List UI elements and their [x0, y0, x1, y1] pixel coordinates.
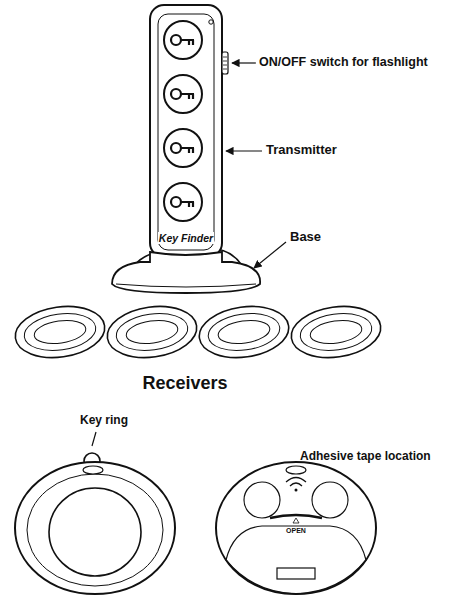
receiver-back [216, 462, 376, 594]
group-title: Receivers [142, 373, 227, 394]
device-print: OPEN [285, 527, 307, 535]
device-print: Key Finder [158, 232, 214, 244]
transmitter-body [150, 5, 228, 257]
part-label: Adhesive tape location [300, 450, 431, 464]
part-label: Transmitter [266, 143, 337, 158]
part-label: ON/OFF switch for flashlight [259, 55, 428, 69]
part-label: Key ring [80, 414, 128, 428]
receivers-row [12, 301, 384, 363]
receiver-front [15, 453, 175, 594]
base-front [112, 252, 260, 293]
part-label: Base [290, 230, 321, 245]
